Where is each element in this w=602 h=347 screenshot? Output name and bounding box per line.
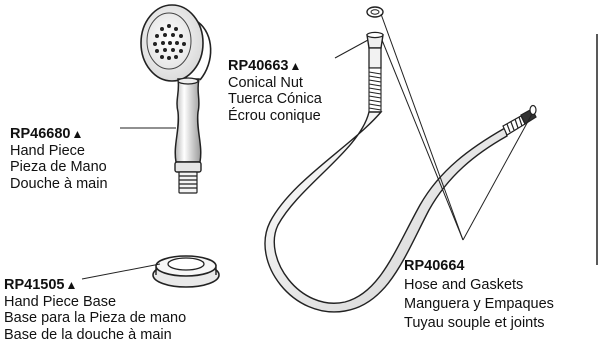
leader-rp40664-c: [462, 113, 533, 241]
part-name-es: Base para la Pieza de mano: [4, 310, 187, 327]
part-name-en: Conical Nut: [228, 74, 303, 91]
part-name-fr: Tuyau souple et joints: [404, 315, 545, 331]
leader-rp40664-a: [380, 13, 464, 241]
part-name-en: Hand Piece Base: [4, 293, 117, 310]
part-name-es: Pieza de Mano: [10, 159, 107, 176]
part-code-rp40664: RP40664: [404, 258, 465, 274]
part-code-rp41505: RP41505▲: [4, 277, 78, 293]
triangle-marker-icon: ▲: [65, 278, 78, 292]
part-name-en: Hand Piece: [10, 142, 85, 159]
part-code-rp46680: RP46680▲: [10, 126, 84, 142]
part-name-en: Hose and Gaskets: [404, 277, 524, 293]
part-name-es: Tuerca Cónica: [228, 91, 322, 108]
label-hand-piece: RP46680▲ Hand Piece Pieza de Mano Douche…: [10, 126, 108, 192]
leader-rp40664-b: [381, 39, 464, 241]
leader-rp40663: [334, 39, 369, 59]
triangle-marker-icon: ▲: [71, 127, 84, 141]
label-conical-nut: RP40663▲ Conical Nut Tuerca Cónica Écrou…: [228, 58, 322, 124]
hand-piece-collar: [174, 161, 202, 173]
hand-piece-illustration: [140, 4, 212, 194]
hand-piece-handle: [174, 78, 202, 163]
part-name-fr: Douche à main: [10, 175, 108, 192]
hose-illustration: [264, 6, 537, 313]
label-hose: RP40664 Hose and Gaskets Manguera y Empa…: [404, 257, 554, 333]
hose-spring-guard: [368, 67, 382, 113]
hose-body: [264, 111, 508, 313]
hose-end-gasket: [529, 104, 537, 116]
hand-piece-base-illustration: [152, 255, 220, 288]
label-hand-piece-base: RP41505▲ Hand Piece Base Base para la Pi…: [4, 277, 186, 343]
spray-nozzles: [153, 24, 186, 60]
part-code-rp40663: RP40663▲: [228, 58, 302, 74]
hand-piece-thread: [178, 171, 198, 194]
part-name-fr: Base de la douche à main: [4, 326, 172, 343]
part-name-fr: Écrou conique: [228, 107, 321, 124]
part-name-es: Manguera y Empaques: [404, 296, 554, 312]
hose-top-gasket: [366, 6, 384, 18]
hand-piece-head-back: [197, 21, 212, 81]
leader-lines: [81, 13, 533, 280]
leader-rp41505: [81, 263, 161, 280]
triangle-marker-icon: ▲: [289, 59, 302, 73]
